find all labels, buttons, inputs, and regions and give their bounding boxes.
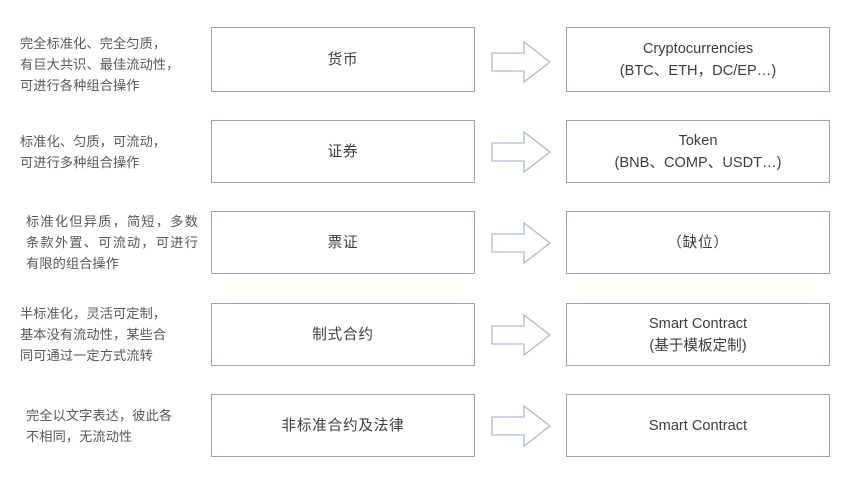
right-arrow-icon bbox=[491, 130, 551, 174]
traditional-asset-box[interactable]: 非标准合约及法律 bbox=[211, 394, 475, 457]
traditional-asset-label: 票证 bbox=[327, 234, 359, 251]
digital-asset-label: Smart Contract bbox=[648, 417, 748, 434]
digital-asset-label: （缺位） bbox=[667, 234, 729, 251]
traditional-asset-box[interactable]: 制式合约 bbox=[211, 303, 475, 366]
digital-asset-box[interactable]: Smart Contract (基于模板定制) bbox=[566, 303, 830, 366]
traditional-asset-label: 制式合约 bbox=[312, 326, 374, 343]
right-arrow-icon bbox=[491, 313, 551, 357]
digital-asset-label: Smart Contract (基于模板定制) bbox=[648, 315, 748, 354]
row-description: 标准化、匀质，可流动， 可进行多种组合操作 bbox=[20, 134, 167, 170]
right-arrow-icon bbox=[491, 40, 551, 84]
row-description: 完全以文字表达，彼此各 不相同，无流动性 bbox=[26, 408, 173, 444]
right-arrow-icon bbox=[491, 221, 551, 265]
traditional-asset-box[interactable]: 证券 bbox=[211, 120, 475, 183]
digital-asset-box[interactable]: Cryptocurrencies (BTC、ETH，DC/EP…) bbox=[566, 27, 830, 92]
traditional-asset-label: 非标准合约及法律 bbox=[281, 417, 405, 434]
digital-asset-box[interactable]: Token (BNB、COMP、USDT…) bbox=[566, 120, 830, 183]
right-arrow-icon bbox=[491, 404, 551, 448]
traditional-asset-label: 货币 bbox=[327, 51, 359, 68]
traditional-asset-box[interactable]: 票证 bbox=[211, 211, 475, 274]
row-description: 完全标准化、完全匀质， 有巨大共识、最佳流动性， 可进行各种组合操作 bbox=[20, 36, 180, 93]
digital-asset-box[interactable]: （缺位） bbox=[566, 211, 830, 274]
traditional-asset-label: 证券 bbox=[327, 143, 359, 160]
row-description: 半标准化，灵活可定制， 基本没有流动性，某些合 同可通过一定方式流转 bbox=[20, 306, 167, 363]
traditional-asset-box[interactable]: 货币 bbox=[211, 27, 475, 92]
digital-asset-box[interactable]: Smart Contract bbox=[566, 394, 830, 457]
digital-asset-label: Cryptocurrencies (BTC、ETH，DC/EP…) bbox=[619, 40, 777, 79]
row-description: 标准化但异质，简短，多数条款外置、可流动，可进行有限的组合操作 bbox=[26, 214, 198, 271]
digital-asset-label: Token (BNB、COMP、USDT…) bbox=[614, 132, 782, 171]
